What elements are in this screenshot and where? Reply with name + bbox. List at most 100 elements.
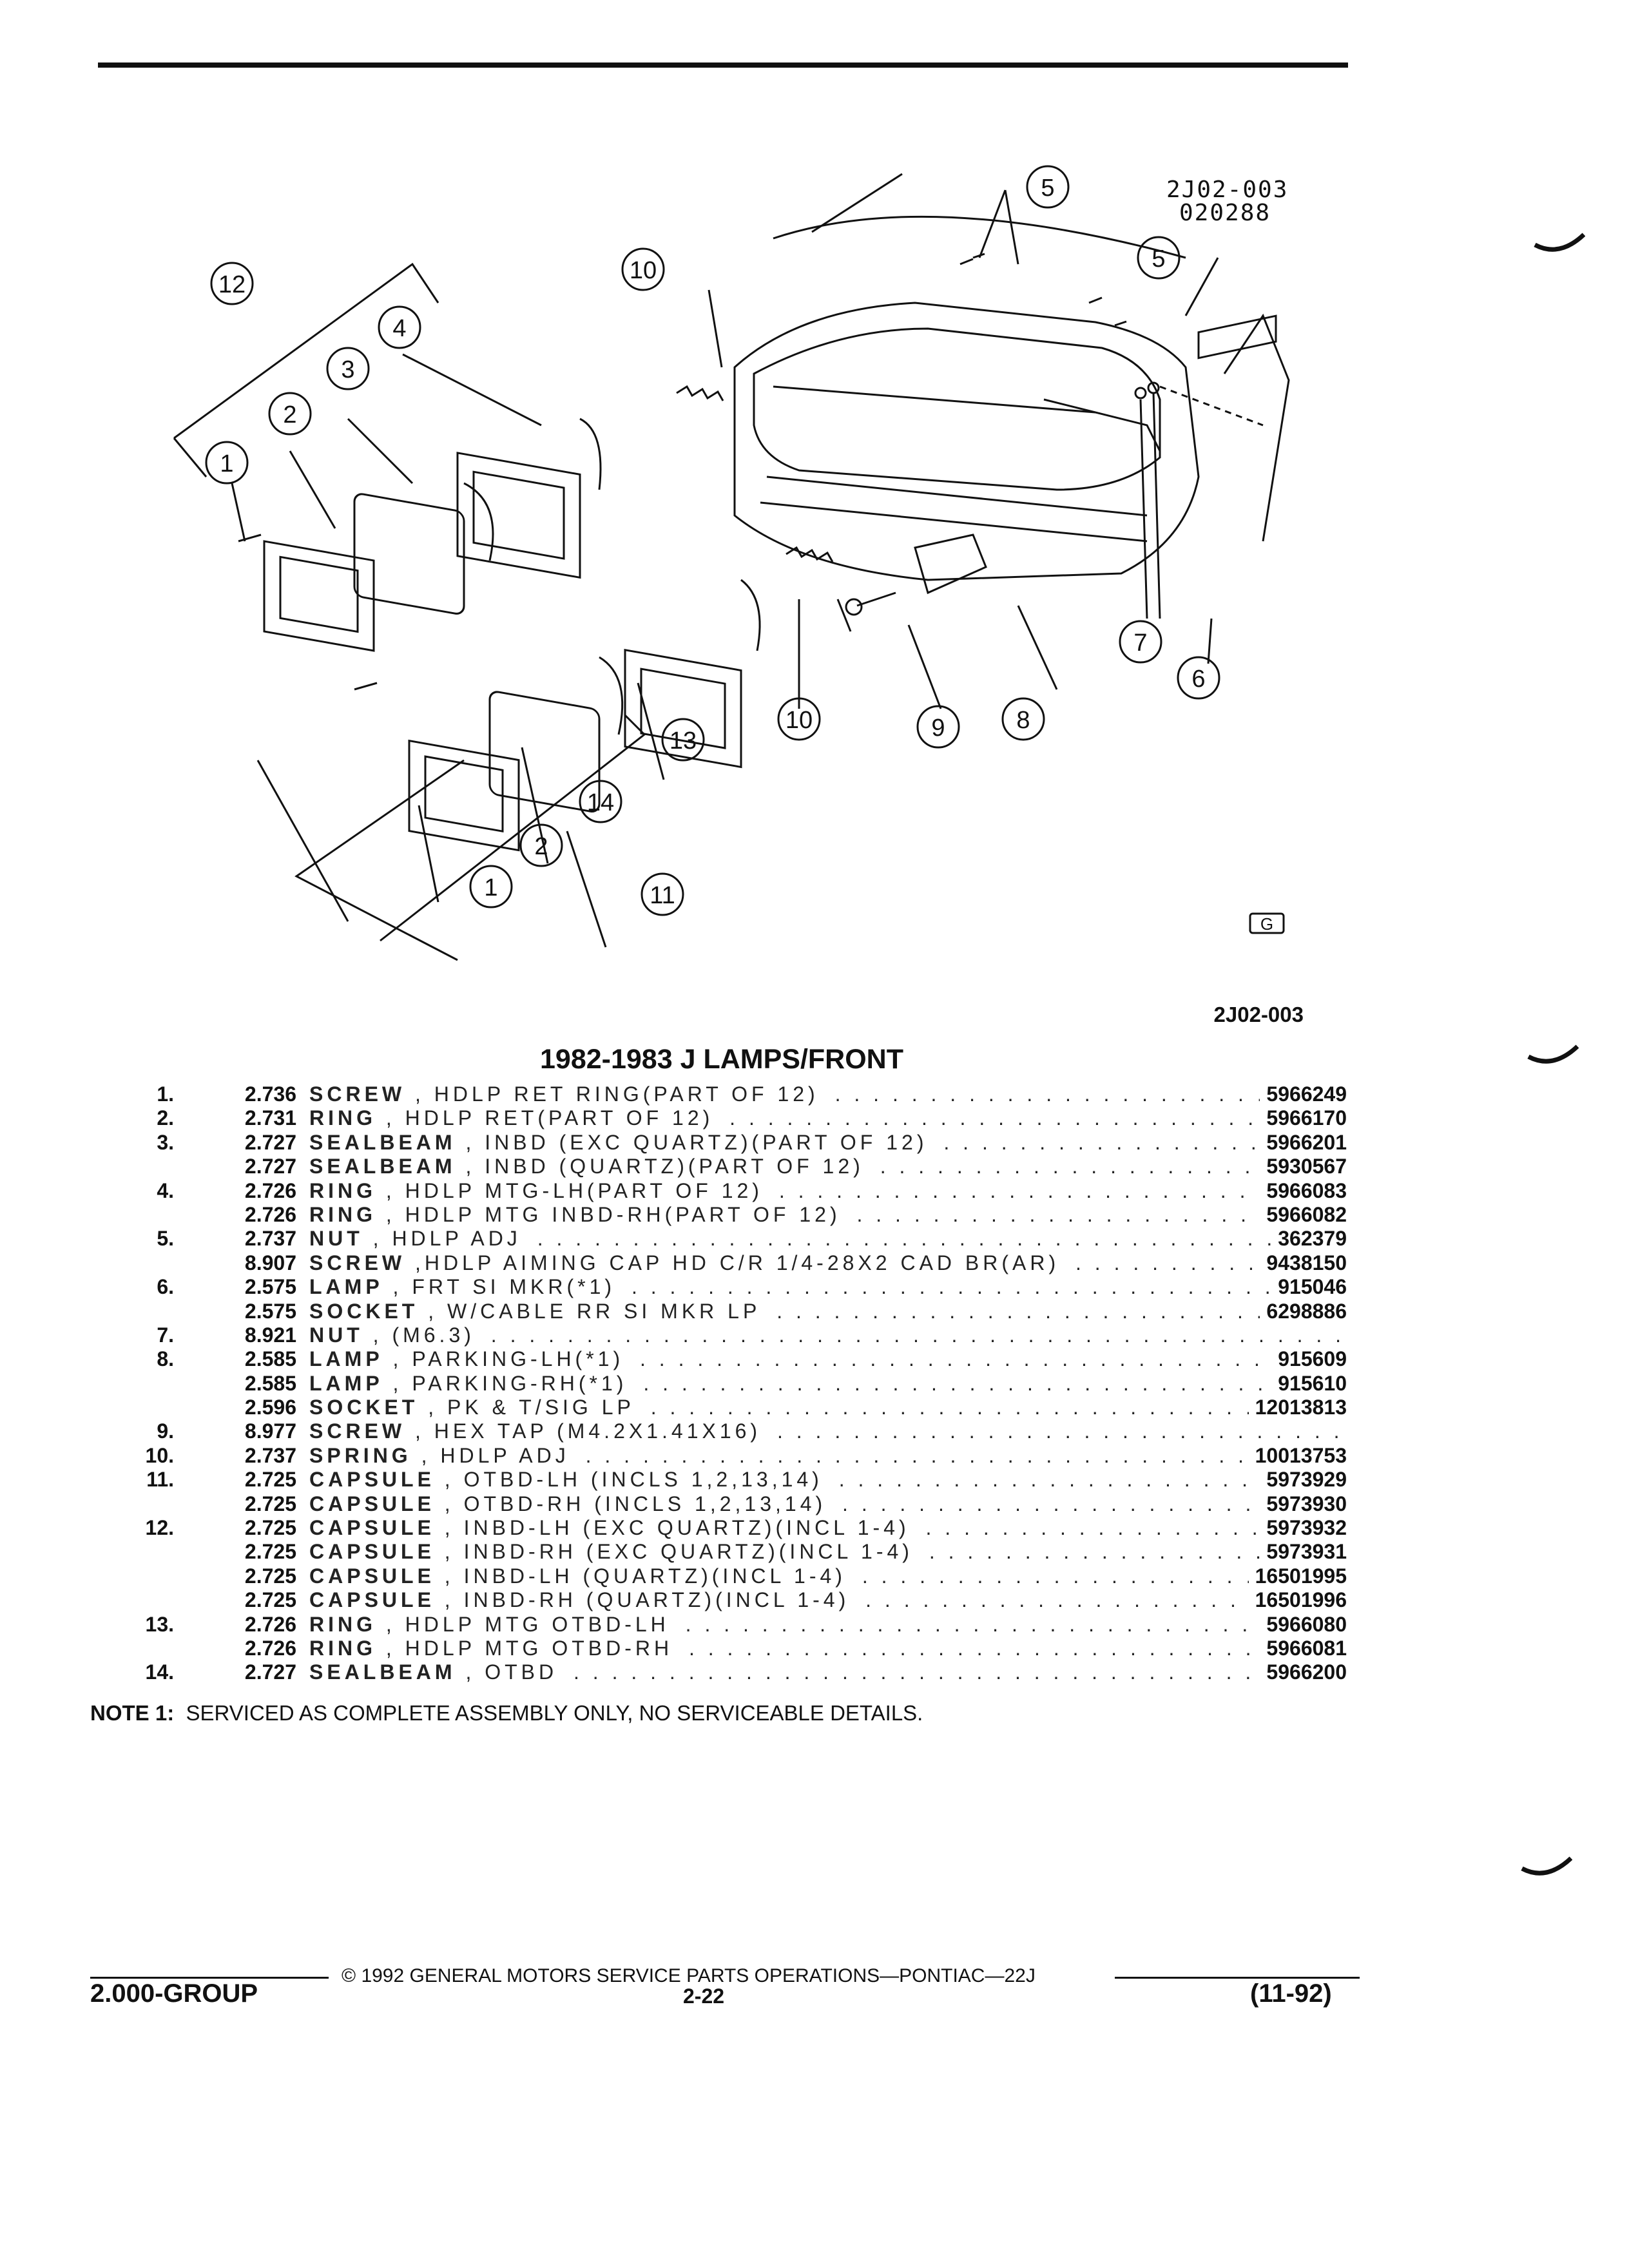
part-number: 5966249 — [1260, 1082, 1347, 1106]
dot-leader: SEALBEAM , INBD (EXC QUARTZ)(PART OF 12)… — [309, 1130, 1347, 1154]
part-name: SCREW — [309, 1419, 406, 1443]
dot-leader: CAPSULE , INBD-LH (QUARTZ)(INCL 1-4) . .… — [309, 1564, 1347, 1588]
group-number: 2.736 — [244, 1082, 296, 1106]
part-description: , HDLP MTG INBD-RH(PART OF 12) — [385, 1202, 841, 1226]
parts-row: 2. 2.731 RING , HDLP RET(PART OF 12) . . .… — [116, 1106, 1347, 1131]
part-description: , HEX TAP (M4.2X1.41X16) — [415, 1419, 762, 1443]
callout-10b: 10 — [786, 707, 813, 734]
part-name: LAMP — [309, 1371, 383, 1395]
part-description: , HDLP ADJ — [421, 1443, 570, 1467]
group-number: 2.726 — [244, 1202, 296, 1226]
part-number: 915046 — [1271, 1275, 1347, 1300]
part-number: 5966082 — [1260, 1202, 1347, 1227]
part-name: CAPSULE — [309, 1492, 435, 1515]
callout-5: 5 — [1041, 175, 1054, 202]
group-number: 2.725 — [244, 1492, 296, 1515]
diagram-ref-date: 020288 — [1179, 200, 1271, 226]
part-number: 5966081 — [1260, 1636, 1347, 1660]
part-name: SOCKET — [309, 1396, 419, 1419]
part-name: SEALBEAM — [309, 1155, 456, 1178]
part-description: , PARKING-LH(*1) — [392, 1347, 624, 1371]
group-number: 2.737 — [244, 1443, 296, 1467]
group-number: 8.921 — [244, 1323, 296, 1347]
part-name: SOCKET — [309, 1299, 419, 1323]
binding-mark — [1521, 1856, 1572, 1876]
part-name: SPRING — [309, 1443, 412, 1467]
footer-group: 2.000-GROUP — [90, 1979, 258, 2008]
callout-14: 14 — [587, 789, 614, 816]
part-number: 10013753 — [1248, 1443, 1347, 1468]
part-description: , HDLP RET RING(PART OF 12) — [415, 1082, 819, 1106]
item-number: 8. — [157, 1347, 174, 1371]
diagram-drawing: 12 1 2 3 4 10 5 5 7 6 8 9 10 13 14 2 1 1… — [173, 165, 1290, 961]
callout-3: 3 — [341, 356, 354, 383]
part-number: 16501995 — [1248, 1564, 1347, 1588]
group-number: 2.731 — [244, 1106, 296, 1130]
part-number: 5966200 — [1260, 1660, 1347, 1685]
part-description: , (M6.3) — [372, 1323, 475, 1347]
dot-leader: NUT , (M6.3) . . . . . . . . . . . . . .… — [309, 1323, 1347, 1347]
part-description: , OTBD — [465, 1660, 558, 1684]
dot-leader: SCREW , HEX TAP (M4.2X1.41X16) . . . . .… — [309, 1419, 1347, 1443]
part-number: 362379 — [1271, 1227, 1347, 1251]
dot-leader: RING , HDLP RET(PART OF 12) . . . . . . … — [309, 1106, 1347, 1130]
group-number: 2.726 — [244, 1612, 296, 1636]
dot-leader: SEALBEAM , OTBD . . . . . . . . . . . . … — [309, 1660, 1347, 1684]
part-number: 5973932 — [1260, 1516, 1347, 1541]
callout-4: 4 — [392, 315, 406, 342]
group-number: 2.725 — [244, 1468, 296, 1492]
part-description: , INBD-LH (EXC QUARTZ)(INCL 1-4) — [444, 1516, 910, 1540]
item-number: 9. — [157, 1419, 174, 1443]
part-description: , PARKING-RH(*1) — [392, 1371, 628, 1395]
part-name: SEALBEAM — [309, 1130, 456, 1154]
group-number: 2.596 — [244, 1396, 296, 1419]
group-number: 2.726 — [244, 1636, 296, 1660]
dot-leader: RING , HDLP MTG OTBD-RH . . . . . . . . … — [309, 1636, 1347, 1660]
part-description: , INBD-RH (EXC QUARTZ)(INCL 1-4) — [444, 1540, 913, 1564]
item-number: 12. — [145, 1516, 174, 1540]
dot-leader: NUT , HDLP ADJ . . . . . . . . . . . . .… — [309, 1227, 1347, 1251]
part-name: LAMP — [309, 1275, 383, 1299]
part-number: 5973929 — [1260, 1468, 1347, 1492]
part-name: SCREW — [309, 1082, 406, 1106]
footer-page: 2-22 — [683, 1984, 725, 2008]
parts-row: 2.585 LAMP , PARKING-RH(*1) . . . . . . .… — [116, 1371, 1347, 1396]
group-number: 8.907 — [244, 1251, 296, 1274]
dot-leader: SCREW , HDLP RET RING(PART OF 12) . . . … — [309, 1082, 1347, 1106]
callout-6: 6 — [1191, 666, 1205, 693]
dot-leader: SEALBEAM , INBD (QUARTZ)(PART OF 12) . .… — [309, 1155, 1347, 1178]
dot-leader: SCREW ,HDLP AIMING CAP HD C/R 1/4-28X2 C… — [309, 1251, 1347, 1274]
dot-leader: RING , HDLP MTG INBD-RH(PART OF 12) . . … — [309, 1202, 1347, 1226]
dot-leader: LAMP , PARKING-RH(*1) . . . . . . . . . … — [309, 1371, 1347, 1395]
group-number: 2.585 — [244, 1371, 296, 1395]
part-number: 5966083 — [1260, 1178, 1347, 1203]
svg-text:G: G — [1260, 914, 1273, 934]
item-number: 4. — [157, 1178, 174, 1202]
figure-id: 2J02-003 — [1213, 1003, 1304, 1026]
part-description: , INBD-LH (QUARTZ)(INCL 1-4) — [444, 1564, 846, 1588]
item-number: 13. — [145, 1612, 174, 1636]
part-number: 12013813 — [1248, 1396, 1347, 1420]
gm-logo-icon: G — [1249, 912, 1285, 934]
exploded-diagram: 12 1 2 3 4 10 5 5 7 6 8 9 10 13 14 2 1 1… — [155, 155, 1315, 966]
parts-row: 8.907 SCREW ,HDLP AIMING CAP HD C/R 1/4-2… — [116, 1251, 1347, 1275]
dot-leader: LAMP , PARKING-LH(*1) . . . . . . . . . … — [309, 1347, 1347, 1371]
item-number: 2. — [157, 1106, 174, 1130]
group-number: 2.725 — [244, 1516, 296, 1540]
group-number: 2.585 — [244, 1347, 296, 1371]
group-number: 2.725 — [244, 1564, 296, 1588]
callout-2: 2 — [283, 401, 296, 428]
part-description: , HDLP ADJ — [372, 1227, 521, 1251]
footer-copyright: © 1992 GENERAL MOTORS SERVICE PARTS OPER… — [342, 1965, 1036, 1986]
